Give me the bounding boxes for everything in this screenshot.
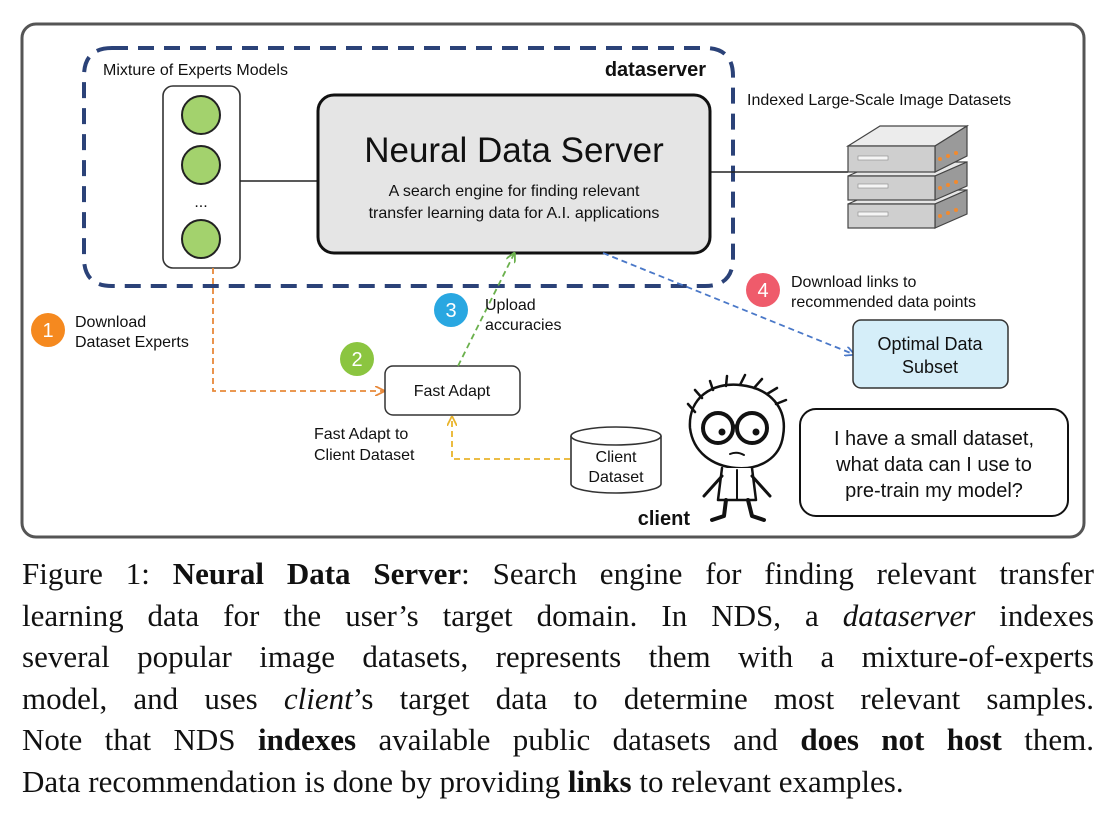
caption-l6-links: links	[567, 763, 632, 799]
server-stack-icon	[845, 124, 970, 229]
step-4-label-line1: Download links to	[791, 274, 917, 291]
caption-l4-client: client	[283, 680, 353, 716]
step-3-number: 3	[445, 300, 456, 322]
moe-title: Mixture of Experts Models	[103, 62, 288, 79]
step-3-badge	[434, 293, 468, 327]
optimal-subset-box	[852, 319, 1009, 389]
nds-title: Neural Data Server	[364, 131, 664, 170]
upload-accuracies-arrow	[457, 254, 514, 367]
bubble-line2: what data can I use to	[835, 454, 1032, 476]
caption-l5-text-a: Note that NDS	[22, 722, 258, 757]
caption-line-4: model, and uses client’s target data to …	[22, 678, 1094, 720]
figure-caption: Figure 1: Neural Data Server: Search eng…	[22, 553, 1094, 802]
database-icon	[570, 426, 662, 494]
caption-l1-text: : Search engine for finding relevant tra…	[461, 556, 1094, 591]
nds-box	[316, 93, 712, 255]
client-label: client	[638, 508, 691, 530]
speech-bubble	[799, 408, 1069, 517]
fast-adapt-box	[384, 365, 521, 416]
expert-node-2	[181, 145, 221, 185]
client-dataset-line2: Dataset	[588, 469, 644, 486]
step-1-label-line2: Dataset Experts	[75, 334, 189, 351]
expert-node-n	[181, 219, 221, 259]
caption-line-1: Figure 1: Neural Data Server: Search eng…	[22, 553, 1094, 595]
download-links-arrow	[602, 252, 853, 354]
caption-l5-text-c: available public datasets and	[356, 722, 801, 757]
caption-line-6: Data recommendation is done by providing…	[22, 761, 1094, 803]
optimal-subset-line1: Optimal Data	[877, 334, 983, 354]
step-1-number: 1	[42, 320, 53, 342]
fast-adapt-label: Fast Adapt	[414, 383, 491, 400]
fast-adapt-client-line1: Fast Adapt to	[314, 426, 408, 443]
client-dataset-line1: Client	[596, 449, 637, 466]
caption-l2-text-a: learning data for the user’s target doma…	[22, 597, 843, 633]
caption-l6-text-c: to relevant examples.	[631, 763, 904, 799]
step-1-label-line1: Download	[75, 314, 146, 331]
client-data-arrow	[452, 418, 570, 460]
caption-l2-text-b: indexes	[975, 597, 1095, 633]
bubble-line3: pre-train my model?	[845, 480, 1023, 502]
client-character-icon	[686, 373, 788, 522]
nds-desc-line2: transfer learning data for A.I. applicat…	[369, 205, 660, 222]
caption-l4-text-a: model, and uses	[22, 680, 284, 716]
download-experts-arrow	[212, 268, 383, 391]
caption-l5-text-d: them.	[1001, 722, 1094, 757]
step-2-badge	[340, 342, 374, 376]
caption-l5-does-not-host: does not host	[800, 722, 1002, 757]
expert-node-1	[181, 95, 221, 135]
moe-ellipsis: ...	[194, 194, 207, 211]
fast-adapt-client-line2: Client Dataset	[314, 447, 415, 464]
caption-l6-text-a: Data recommendation is done by providing	[22, 763, 568, 799]
step-3-label-line2: accuracies	[485, 317, 561, 334]
optimal-subset-line2: Subset	[902, 357, 958, 377]
nds-desc-line1: A search engine for finding relevant	[389, 183, 640, 200]
step-4-number: 4	[757, 280, 768, 302]
caption-line-5: Note that NDS indexes available public d…	[22, 719, 1094, 761]
nds-diagram: dataserver Mixture of Experts Models ...…	[20, 22, 1086, 539]
caption-fig-label: Figure 1:	[22, 556, 173, 591]
caption-line-2: learning data for the user’s target doma…	[22, 595, 1094, 637]
caption-line-3: several popular image datasets, represen…	[22, 639, 1094, 674]
step-3-label-line1: Upload	[485, 297, 536, 314]
step-1-badge	[31, 313, 65, 347]
dataserver-label: dataserver	[605, 59, 706, 81]
bubble-line1: I have a small dataset,	[834, 428, 1034, 450]
step-2-number: 2	[351, 349, 362, 371]
caption-title: Neural Data Server	[172, 556, 462, 591]
caption-l4-text-b: ’s target data to determine most relevan…	[352, 680, 1094, 716]
step-4-label-line2: recommended data points	[791, 294, 976, 311]
caption-l5-indexes: indexes	[257, 722, 357, 757]
step-4-badge	[746, 273, 780, 307]
indexed-datasets-label: Indexed Large-Scale Image Datasets	[747, 92, 1011, 109]
caption-l2-dataserver: dataserver	[842, 597, 976, 633]
dataserver-region	[82, 46, 735, 288]
